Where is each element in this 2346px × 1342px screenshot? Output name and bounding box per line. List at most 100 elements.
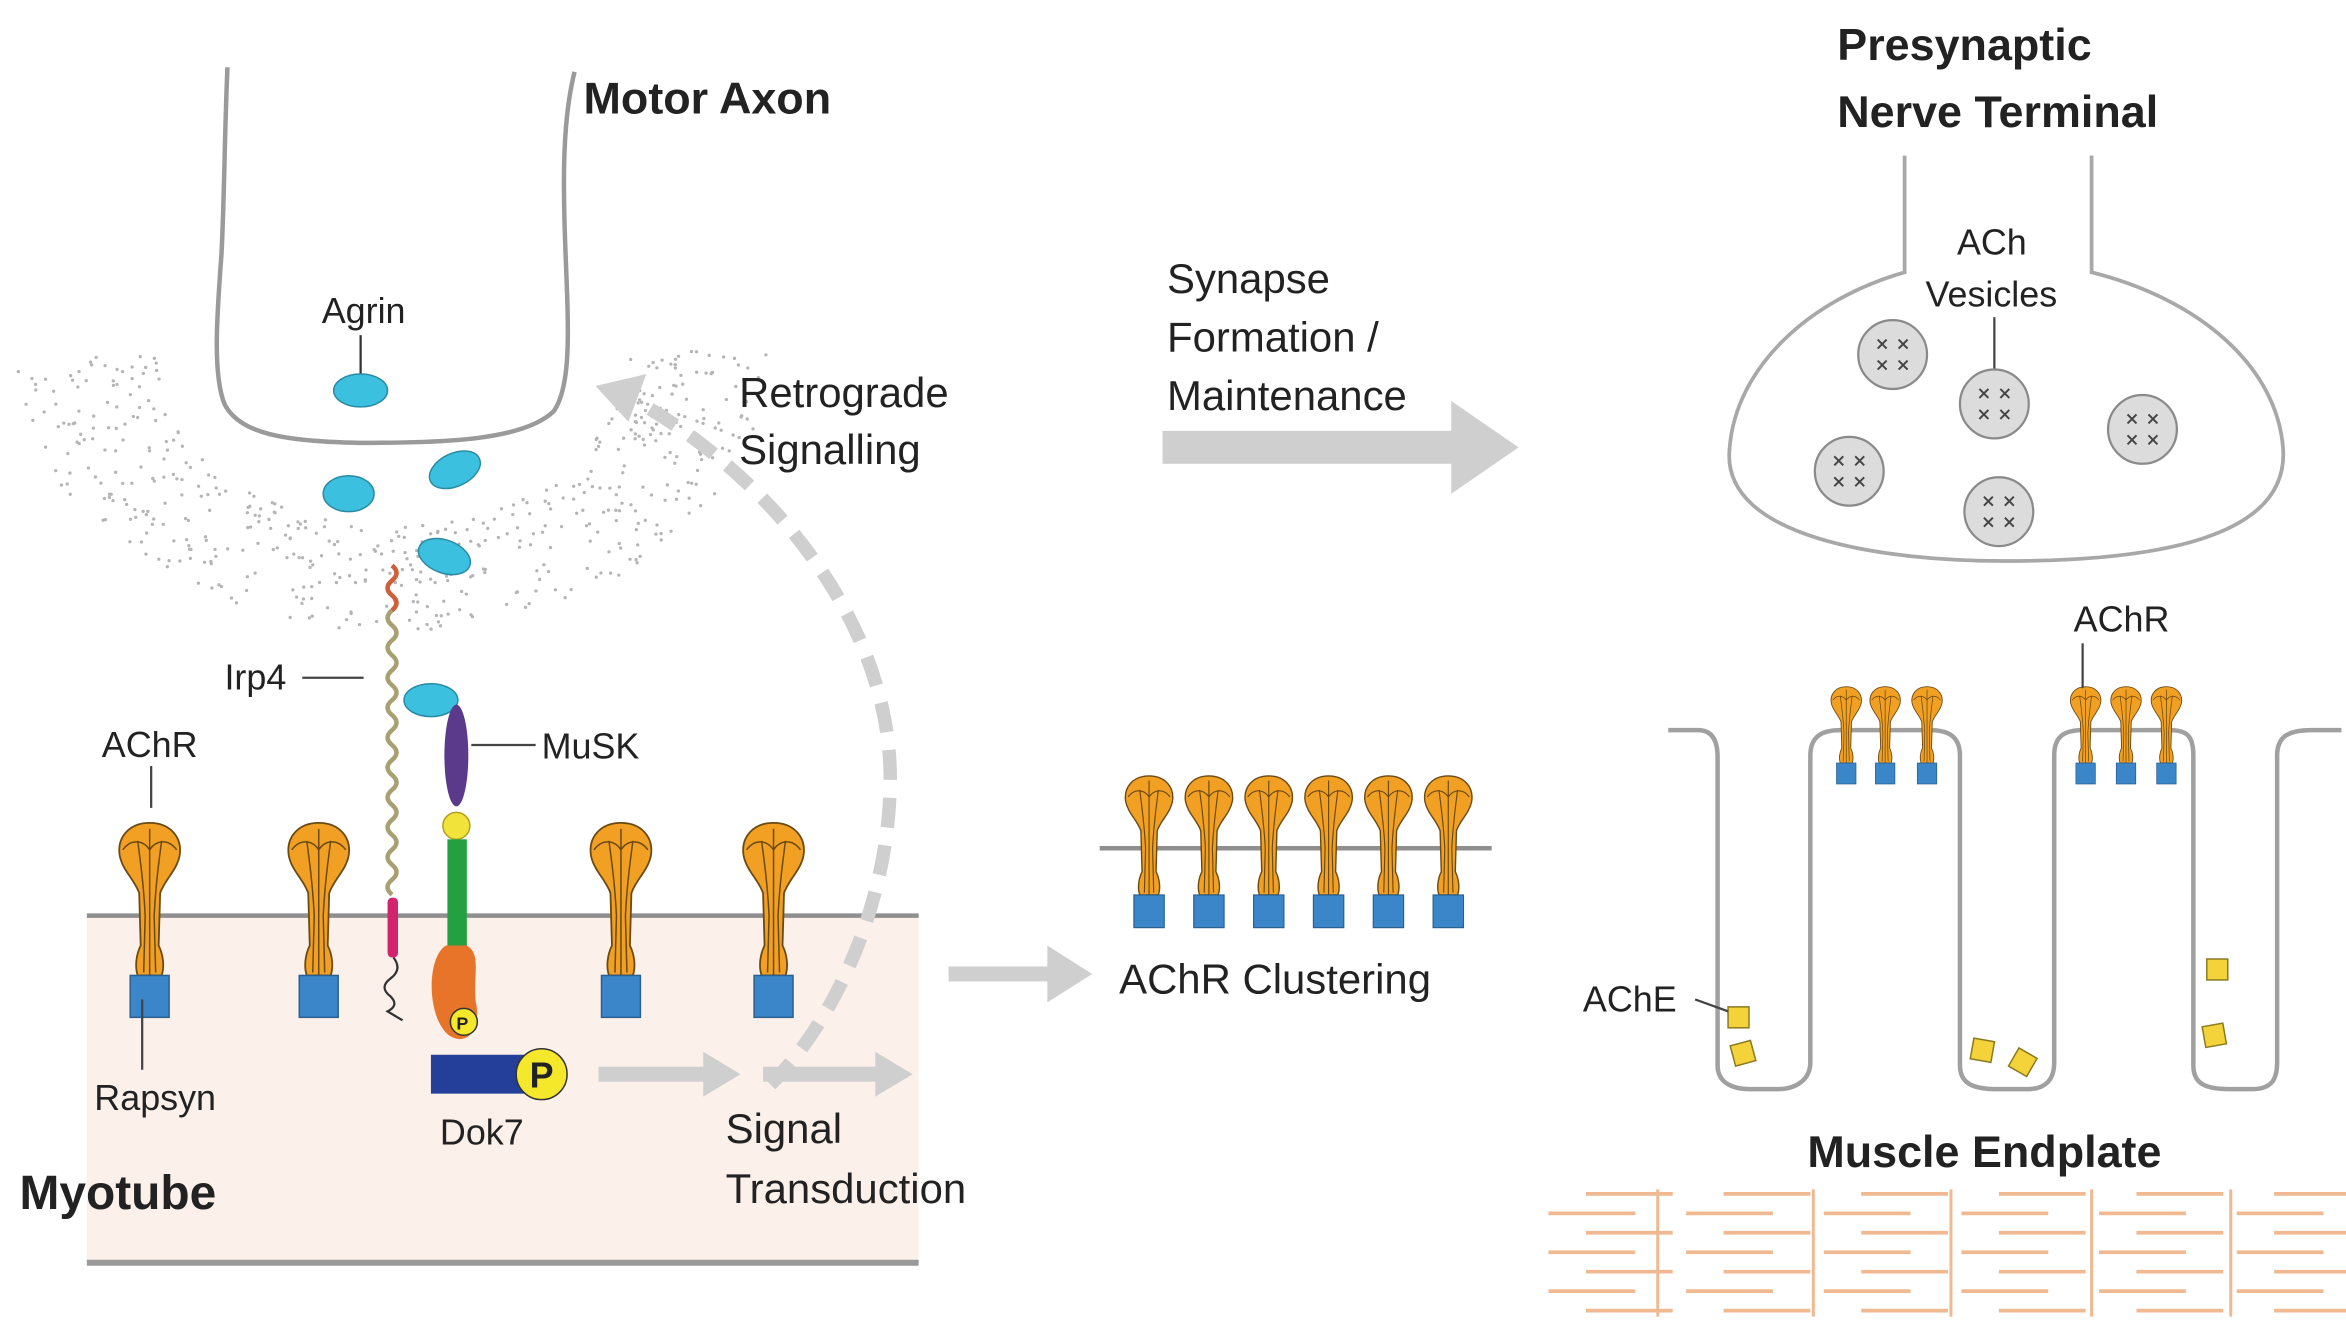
matrix-dot bbox=[196, 484, 201, 488]
matrix-dot bbox=[130, 365, 134, 369]
matrix-dot bbox=[213, 547, 217, 552]
matrix-dot bbox=[543, 524, 547, 528]
matrix-dot bbox=[357, 622, 362, 627]
matrix-dot bbox=[751, 427, 755, 431]
matrix-dot bbox=[521, 498, 525, 502]
matrix-dot bbox=[138, 355, 142, 359]
matrix-dot bbox=[734, 384, 738, 389]
matrix-dot bbox=[332, 542, 337, 547]
matrix-dot bbox=[635, 561, 639, 565]
matrix-dot bbox=[518, 539, 522, 543]
presynaptic-line-2: Nerve Terminal bbox=[1837, 86, 2158, 137]
matrix-dot bbox=[663, 455, 667, 460]
endplate-achr-group bbox=[1830, 686, 2183, 785]
matrix-dot bbox=[702, 416, 706, 421]
matrix-dot bbox=[391, 549, 395, 553]
matrix-dot bbox=[137, 405, 142, 410]
matrix-dot bbox=[585, 566, 589, 571]
dok7-label: Dok7 bbox=[440, 1113, 524, 1153]
matrix-dot bbox=[133, 507, 137, 512]
matrix-dot bbox=[294, 595, 299, 599]
matrix-dot bbox=[596, 530, 600, 534]
matrix-dot bbox=[376, 544, 380, 548]
achr-clustering-label: AChR Clustering bbox=[1119, 955, 1431, 1002]
matrix-dot bbox=[279, 505, 284, 509]
matrix-dot bbox=[684, 397, 689, 401]
matrix-dot bbox=[669, 529, 673, 533]
matrix-dot bbox=[172, 539, 176, 543]
matrix-dot bbox=[617, 541, 621, 546]
signal-line-1: Signal bbox=[726, 1105, 842, 1152]
matrix-dot bbox=[647, 364, 651, 368]
matrix-dot bbox=[372, 548, 376, 552]
synapse-line-2: Formation / bbox=[1167, 314, 1379, 361]
matrix-dot bbox=[68, 471, 72, 475]
retrograde-label: Retrograde Signalling bbox=[739, 369, 960, 473]
matrix-dot bbox=[419, 570, 423, 574]
matrix-dot bbox=[285, 555, 289, 560]
matrix-dot bbox=[162, 457, 166, 461]
matrix-dot bbox=[51, 389, 56, 393]
matrix-dot bbox=[563, 596, 567, 600]
matrix-dot bbox=[629, 428, 633, 432]
matrix-dot bbox=[634, 420, 639, 425]
matrix-dot bbox=[31, 418, 35, 423]
motor-axon-label: Motor Axon bbox=[584, 73, 832, 124]
clustered-achr bbox=[1184, 775, 1234, 929]
matrix-dot bbox=[425, 605, 429, 609]
matrix-dot bbox=[214, 486, 218, 490]
ache-enzyme bbox=[2201, 1022, 2228, 1049]
matrix-dot bbox=[531, 532, 536, 536]
matrix-dot bbox=[139, 465, 143, 469]
synapse-arrow-shaft bbox=[1162, 430, 1462, 464]
matrix-dot bbox=[288, 615, 292, 620]
matrix-dot bbox=[594, 447, 598, 452]
matrix-dot bbox=[217, 492, 222, 496]
matrix-dot bbox=[594, 437, 598, 442]
matrix-dot bbox=[598, 440, 602, 444]
matrix-dot bbox=[65, 482, 69, 486]
matrix-dot bbox=[334, 580, 339, 585]
matrix-dot bbox=[175, 477, 179, 481]
matrix-dot bbox=[687, 496, 691, 500]
matrix-dot bbox=[704, 371, 708, 375]
matrix-dot bbox=[123, 422, 127, 426]
matrix-dot bbox=[399, 583, 404, 588]
matrix-dot bbox=[481, 567, 486, 571]
matrix-dot bbox=[54, 402, 58, 406]
matrix-dot bbox=[676, 354, 681, 358]
matrix-dot bbox=[147, 449, 152, 453]
matrix-dot bbox=[429, 627, 433, 631]
matrix-dot bbox=[34, 388, 38, 392]
matrix-dot bbox=[94, 355, 98, 360]
matrix-dot bbox=[77, 369, 81, 374]
matrix-dot bbox=[286, 524, 291, 528]
matrix-dot bbox=[695, 419, 699, 423]
matrix-dot bbox=[481, 521, 485, 525]
clustering-arrow-shaft bbox=[948, 966, 1054, 982]
matrix-dot bbox=[642, 421, 647, 425]
matrix-dot bbox=[275, 546, 279, 550]
matrix-dot bbox=[317, 580, 322, 585]
lrp4-protein bbox=[385, 563, 399, 897]
matrix-dot bbox=[629, 503, 633, 507]
matrix-dot bbox=[273, 502, 277, 506]
ach-vesicles-label: ACh Vesicles bbox=[1926, 222, 2058, 314]
matrix-dot bbox=[154, 361, 158, 365]
matrix-dot bbox=[120, 369, 125, 374]
signal-arrow-2-head bbox=[875, 1051, 913, 1097]
matrix-dot bbox=[165, 565, 169, 569]
matrix-dot bbox=[244, 588, 249, 593]
matrix-dot bbox=[610, 417, 614, 421]
matrix-dot bbox=[71, 422, 75, 426]
matrix-dot bbox=[724, 397, 729, 402]
matrix-dot bbox=[402, 535, 406, 540]
matrix-dot bbox=[659, 532, 663, 536]
matrix-dot bbox=[439, 614, 443, 618]
matrix-dot bbox=[589, 469, 593, 474]
matrix-dot bbox=[139, 540, 144, 544]
matrix-dot bbox=[637, 398, 642, 402]
matrix-dot bbox=[642, 392, 646, 396]
matrix-dot bbox=[617, 573, 621, 577]
matrix-dot bbox=[694, 350, 699, 354]
